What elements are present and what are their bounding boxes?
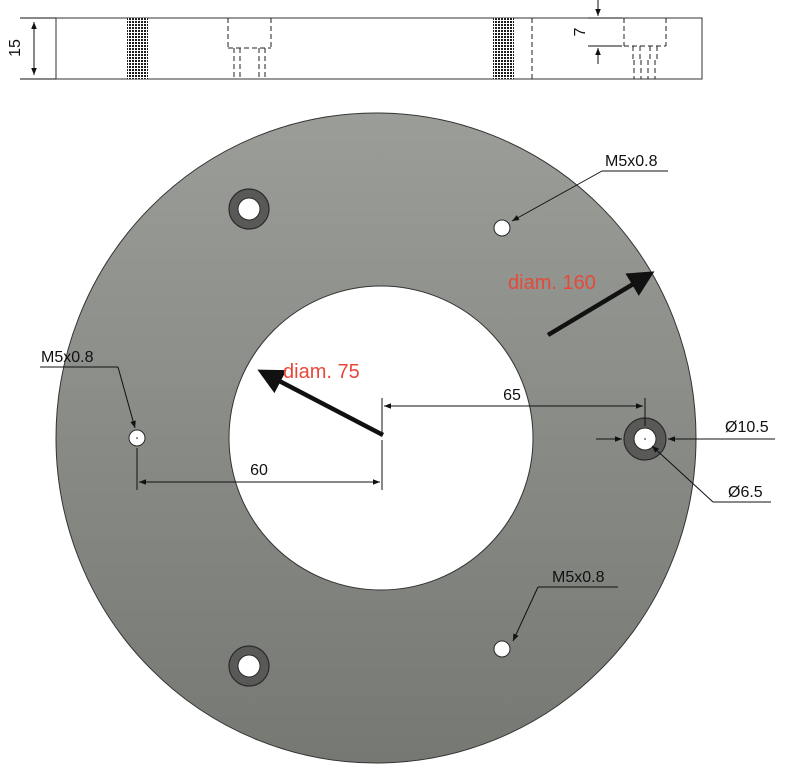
outer-diameter-text: diam. 160 — [508, 272, 596, 294]
side-view: 15 7 — [7, 0, 703, 80]
threaded-hole-bottom — [493, 640, 511, 658]
dia-10-5-label: Ø10.5 — [725, 419, 769, 436]
plate — [55, 112, 697, 764]
knurl-band-right — [493, 18, 514, 79]
dia-6-5-label: Ø6.5 — [728, 484, 763, 501]
dim-60-label: 60 — [250, 462, 268, 479]
counterbore-hidden-left — [227, 18, 272, 79]
inner-diameter-callout: diam. 75 — [257, 361, 385, 437]
outer-diameter-arrow — [546, 271, 655, 337]
thickness-dimension: 15 — [7, 17, 56, 80]
top-view: M5x0.8 M5x0.8 M5x0.8 60 65 — [40, 112, 775, 764]
thread-label-left: M5x0.8 — [41, 349, 94, 366]
knurl-band-left — [127, 18, 148, 79]
counterbore-hidden-right — [623, 18, 667, 79]
thread-callout-top: M5x0.8 — [511, 153, 668, 222]
threaded-hole-left — [128, 429, 146, 447]
thread-label-bottom: M5x0.8 — [552, 569, 605, 586]
counterbore-depth-label: 7 — [572, 27, 589, 36]
diameter-10-5-callout: Ø10.5 — [596, 419, 775, 442]
dim-65-label: 65 — [503, 387, 521, 404]
counterbored-hole-top-left — [228, 188, 270, 230]
inner-diameter-arrow — [257, 369, 385, 437]
thread-callout-bottom: M5x0.8 — [512, 569, 618, 642]
counterbore-depth-dimension: 7 — [572, 0, 622, 64]
thickness-label: 15 — [7, 39, 24, 57]
dimension-65: 65 — [381, 387, 646, 436]
threaded-hole-top — [493, 219, 511, 237]
dimension-60: 60 — [136, 440, 383, 490]
thread-label-top: M5x0.8 — [605, 153, 658, 170]
counterbored-hole-bottom-left — [228, 645, 270, 687]
diameter-6-5-callout: Ø6.5 — [651, 445, 771, 503]
inner-diameter-text: diam. 75 — [283, 361, 360, 383]
side-view-outline — [55, 17, 703, 80]
thread-callout-left: M5x0.8 — [40, 349, 136, 429]
outer-diameter-callout: diam. 160 — [508, 271, 655, 337]
